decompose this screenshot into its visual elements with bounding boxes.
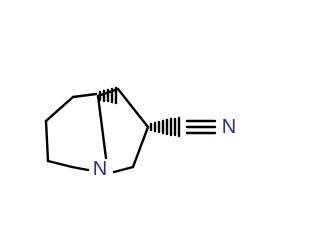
bond-c1-c3 [44, 95, 75, 123]
bond-c8-n [112, 165, 135, 174]
hashed-wedge-bond-nitrile [149, 116, 181, 138]
bond-c7-c8 [131, 125, 150, 169]
bond-c1-c2 [71, 92, 98, 99]
hashed-wedge-bond-fusion [98, 86, 118, 105]
bond-c6-c7 [116, 87, 150, 129]
bond-c4-c5 [46, 159, 74, 169]
bond-n-c2 [96, 94, 108, 160]
molecule-structure-drawing: N N [44, 86, 236, 180]
atom-label-nitrile-nitrogen: N [222, 116, 236, 138]
bond-c5-n [70, 165, 90, 172]
bond-c3-c4 [44, 119, 50, 163]
atom-label-ring-nitrogen: N [93, 158, 107, 180]
triple-bond-nitrile [185, 119, 217, 135]
